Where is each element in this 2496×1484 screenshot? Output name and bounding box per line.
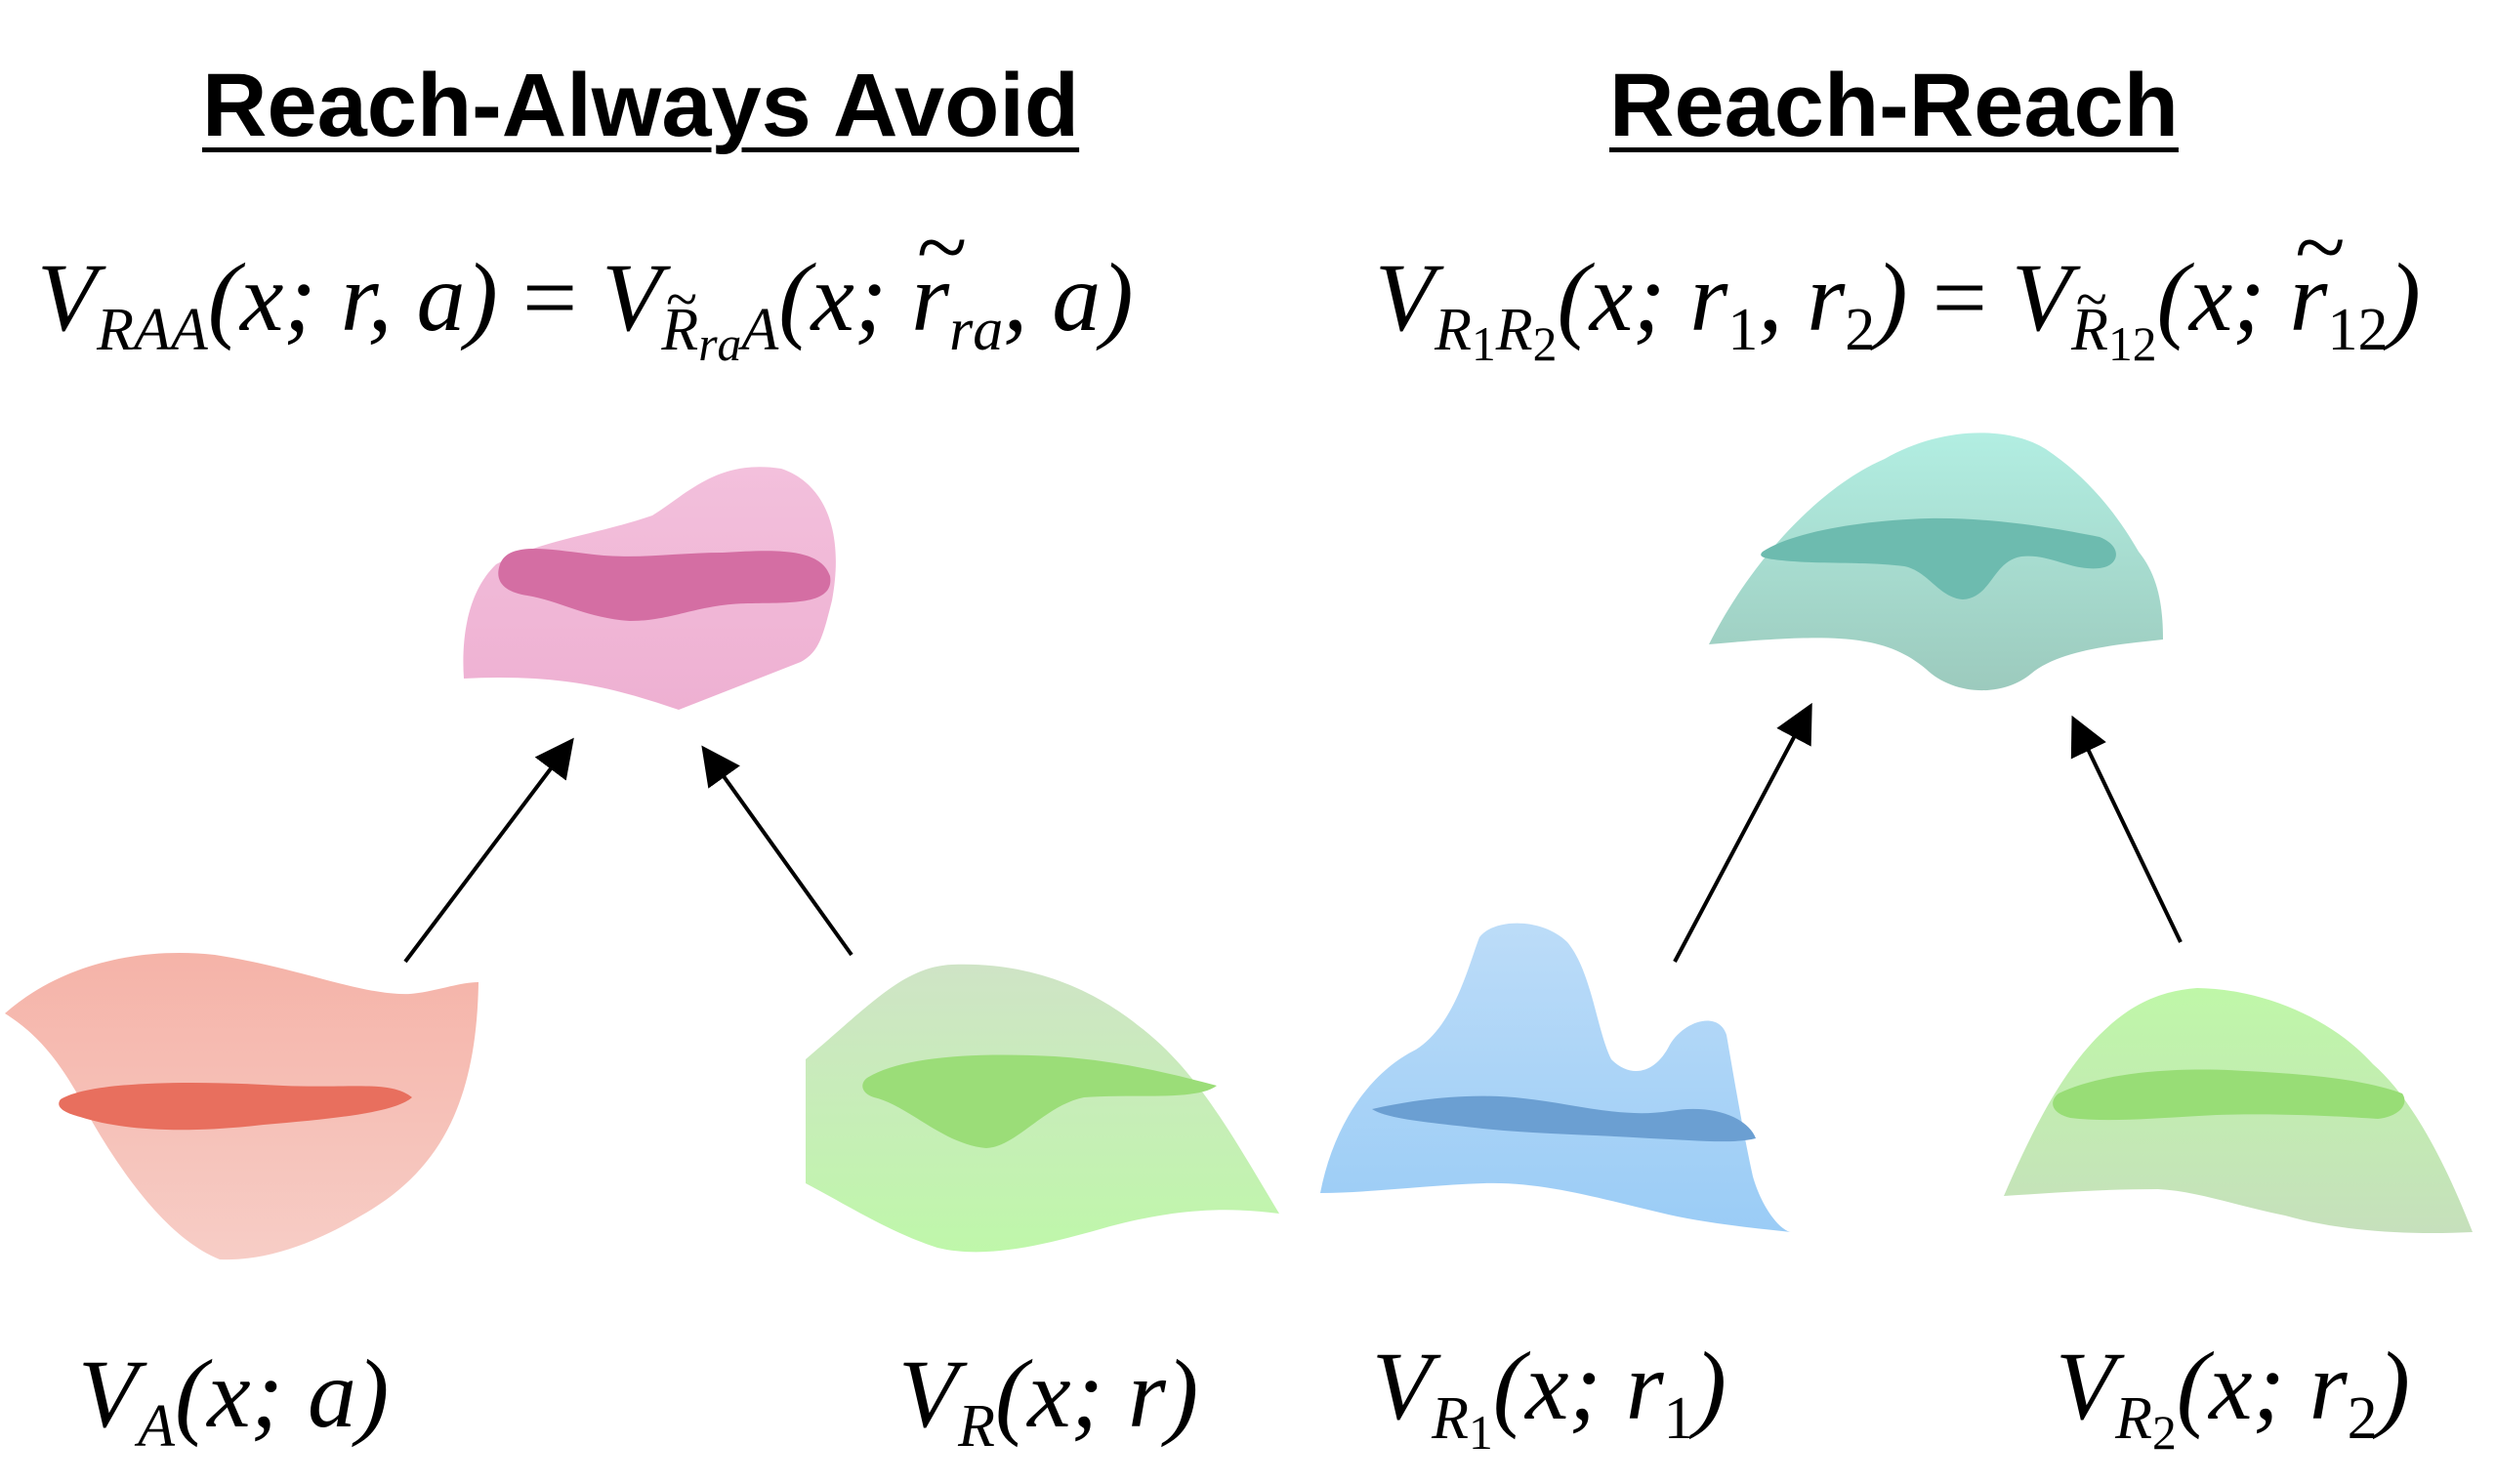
teal-reach-reach-surface (1709, 433, 2163, 691)
blue-r1-surface (1320, 923, 1792, 1232)
pink-surface-band (498, 548, 831, 621)
green-surface-band (862, 1054, 1217, 1148)
arrow-reach-to-raa (701, 745, 853, 957)
label-r2-value: VR2(x; r2) (2056, 1332, 2410, 1460)
pink-raa-surface (463, 467, 836, 710)
left-arrows (403, 737, 853, 964)
right-arrows (1673, 702, 2183, 963)
arrow-r2-to-r1r2 (2070, 715, 2183, 943)
green-reach-surface (806, 964, 1279, 1253)
label-r1-value: VR1(x; r1) (1372, 1332, 1726, 1460)
arrow-r1-to-r1r2 (1673, 702, 1812, 963)
arrow-avoid-to-raa (403, 737, 574, 964)
label-avoid-value: VA(x; a) (78, 1340, 390, 1460)
equation-raa: VRAA(x; r, a) = VRraA(x; rra, a) (37, 201, 1134, 368)
heading-reach-reach: Reach-Reach (1609, 56, 2179, 155)
green-r2-surface-band (2053, 1069, 2405, 1121)
salmon-avoid-surface (5, 952, 478, 1260)
heading-reach-always-avoid: Reach-Always Avoid (202, 56, 1080, 155)
green-r2-surface (2004, 988, 2473, 1234)
equation-r1r2: VR1R2(x; r1, r2) = VR12(x; r12) (1375, 201, 2421, 368)
teal-surface-band (1761, 517, 2116, 599)
salmon-surface-band (59, 1082, 413, 1131)
blue-surface-body (1320, 923, 1792, 1232)
label-reach-value: VR(x; r) (898, 1340, 1199, 1460)
blue-surface-band (1372, 1095, 1756, 1142)
